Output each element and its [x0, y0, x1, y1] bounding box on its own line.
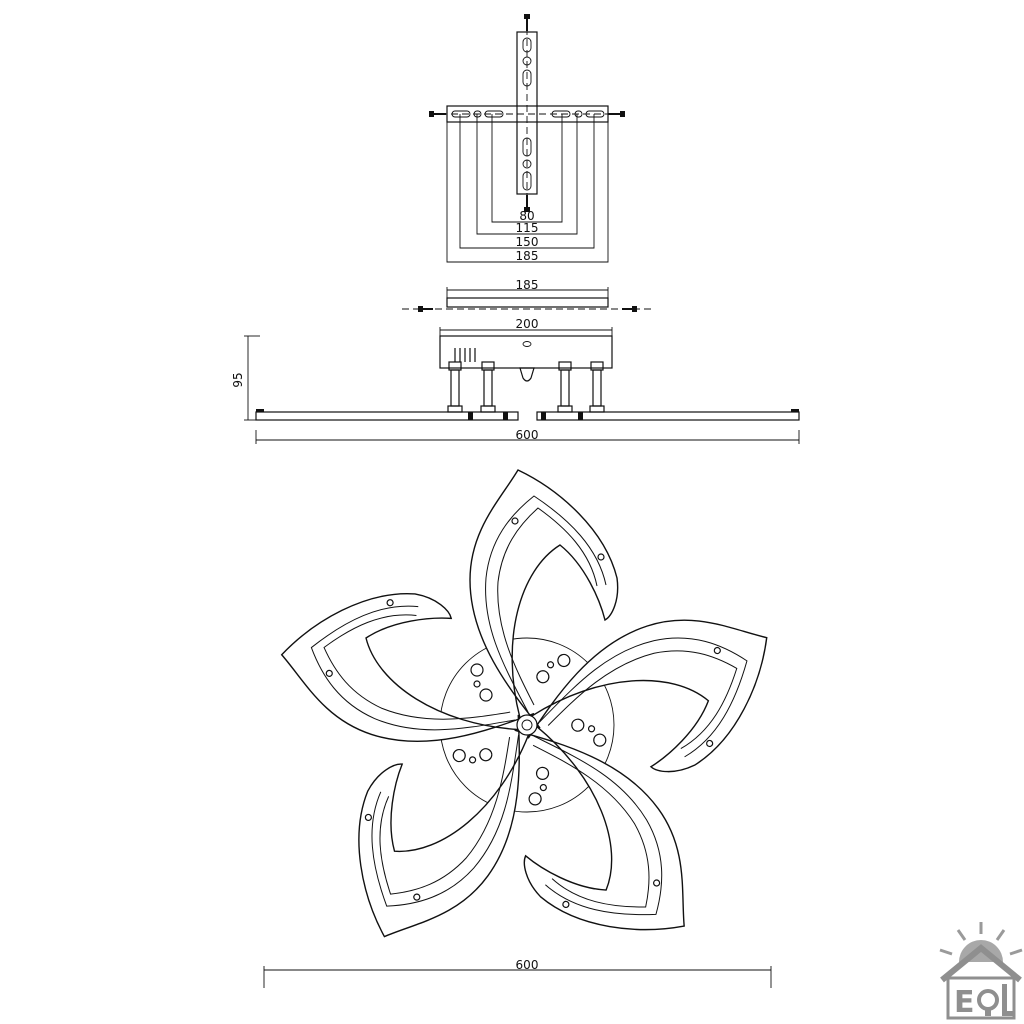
dim-label-80: 80: [519, 209, 534, 223]
svg-text:E: E: [954, 985, 975, 1020]
dim-label-185: 185: [516, 249, 539, 263]
lamp-side-view: 200: [231, 317, 800, 444]
right-arm: [536, 411, 800, 421]
center-knob: [519, 367, 535, 382]
side-width-dim-label: 600: [516, 428, 539, 442]
terminal-block: [454, 348, 476, 362]
petal-arm: [505, 591, 799, 813]
screw-icon: [524, 195, 530, 212]
canopy-box: [439, 335, 613, 369]
side-top-dim-label: 185: [516, 278, 539, 292]
house-sun-logo-icon: E: [939, 922, 1023, 1020]
side-base-dim-label: 200: [516, 317, 539, 331]
screw-icon: [429, 111, 446, 117]
screw-icon: [622, 306, 637, 312]
plate-side-view: 185: [402, 278, 652, 312]
dim-label-150: 150: [516, 235, 539, 249]
petal-arm: [469, 469, 619, 729]
screw-icon: [608, 111, 625, 117]
mounting-plate-view: 80 115 150 185: [429, 14, 625, 263]
left-arm: [255, 411, 519, 421]
plan-width-dim-label: 600: [516, 958, 539, 972]
dim-label-115: 115: [516, 221, 539, 235]
height-dim-label: 95: [231, 372, 245, 387]
center-cap: [516, 714, 538, 736]
lamp-plan-view: 600: [263, 469, 799, 988]
plate-side-bar: [446, 297, 609, 308]
support-posts: [447, 361, 605, 413]
screw-icon: [418, 306, 433, 312]
screw-icon: [524, 14, 530, 31]
